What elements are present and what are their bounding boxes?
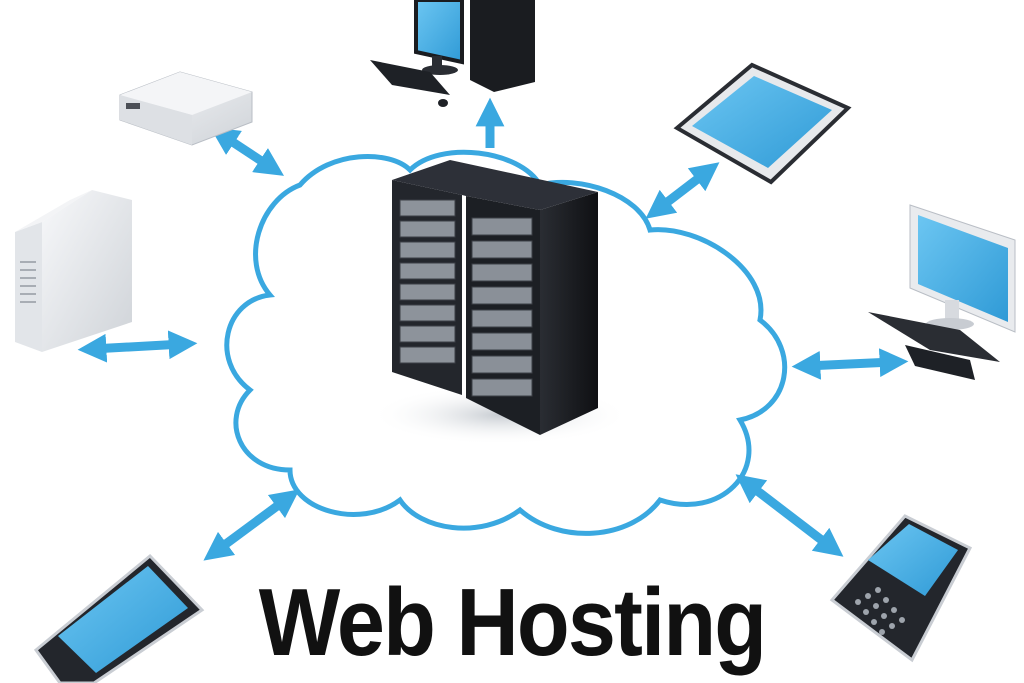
smartphone-left-icon	[33, 553, 205, 683]
diagram-title: Web Hosting	[258, 569, 767, 676]
arrow-bottom-left	[203, 489, 300, 561]
arrow-right	[791, 348, 909, 380]
connection-arrows	[77, 97, 909, 561]
smartphone-right-icon	[829, 514, 973, 663]
nas-box-top-left-icon	[119, 71, 253, 146]
server-tower-left-icon	[15, 190, 132, 352]
central-server-rack-icon	[370, 160, 630, 445]
tablet-icon	[673, 62, 852, 185]
arrow-left	[77, 330, 198, 363]
arrow-top-left	[209, 127, 285, 176]
arrow-bottom-right	[735, 474, 844, 557]
arrow-top-right	[645, 162, 720, 219]
desktop-monitor-right-icon	[868, 204, 1016, 380]
desktop-tower-top-icon	[370, 0, 535, 107]
